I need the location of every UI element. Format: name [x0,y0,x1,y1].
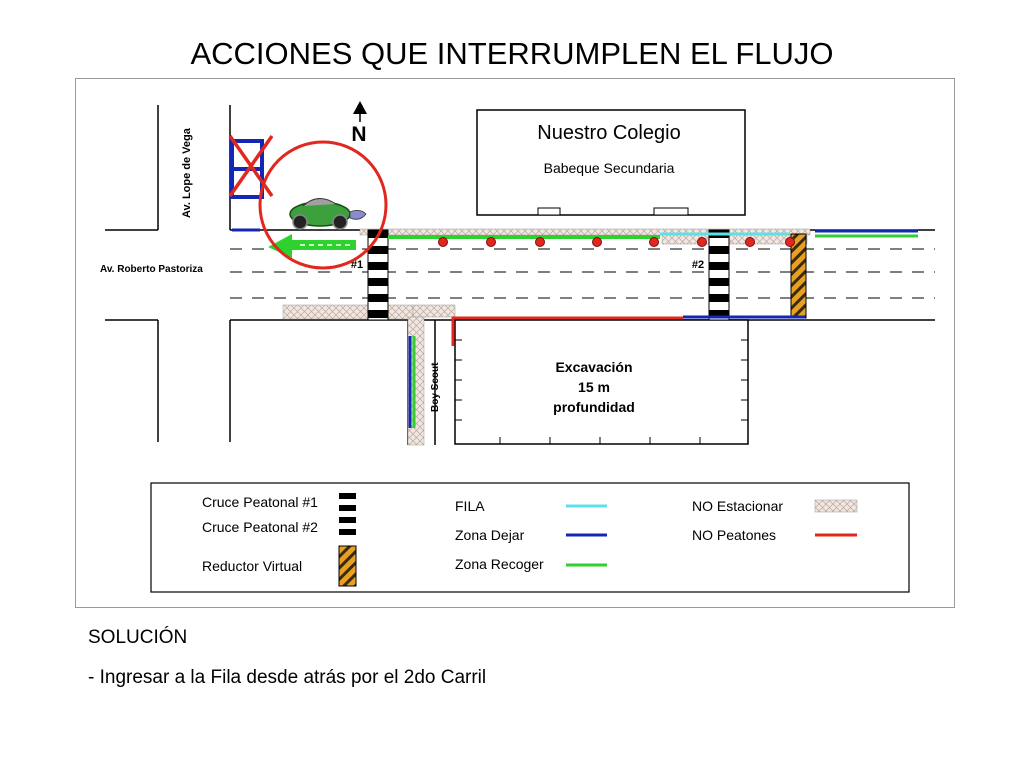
street-boy-scout: Boy Scout [430,362,441,412]
legend-no-peatones-label: NO Peatones [692,527,776,543]
excavation-line-2: 15 m [578,379,610,395]
legend-cruce-1-label: Cruce Peatonal #1 [202,494,318,510]
school-title: Nuestro Colegio [537,122,680,144]
street-roberto-pastoriza: Av. Roberto Pastoriza [100,264,203,275]
north-arrow-icon [353,101,367,122]
crossing-1-label: #1 [351,259,363,271]
stop-markers [438,237,795,247]
north-label: N [351,123,366,146]
school-building [476,109,746,216]
wrong-entry-arrow [268,234,356,258]
legend-cruce-2-label: Cruce Peatonal #2 [202,519,318,535]
crossing-2-label: #2 [692,259,704,271]
school-subtitle: Babeque Secundaria [544,160,675,176]
legend-no-estacionar-swatch [814,499,858,513]
legend-no-estacionar-label: NO Estacionar [692,498,783,514]
excavation-line-3: profundidad [553,399,635,415]
crosswalk-2 [708,229,730,321]
legend-zona-recoger-label: Zona Recoger [455,556,544,572]
legend-fila-label: FILA [455,498,485,514]
school-gate-1 [537,207,561,216]
speed-bump [790,233,807,319]
excavation-line-1: Excavación [555,359,632,375]
wrong-x-icon [228,134,274,198]
diagram-frame [75,78,955,608]
legend-reductor-swatch [338,545,357,587]
car-icon [289,198,367,230]
excavation-area [454,319,749,445]
solution-line: - Ingresar a la Fila desde atrás por el … [88,667,487,688]
school-gate-2 [653,207,689,216]
solution-heading: SOLUCIÓN [88,627,188,648]
legend-zona-dejar-label: Zona Dejar [455,527,525,543]
lane-dashes [230,248,935,299]
excavation-ticks [455,339,748,444]
no-parking-zone-corner [412,304,456,318]
street-lope-de-vega: Av. Lope de Vega [181,127,193,218]
legend-reductor-label: Reductor Virtual [202,558,302,574]
no-peatones-line [451,316,683,346]
slide-title: ACCIONES QUE INTERRUMPLEN EL FLUJO [190,36,834,71]
legend-crosswalk-swatch [339,493,356,536]
legend-box [150,482,910,593]
no-parking-zone-south [282,304,414,320]
car-highlight-circle [258,140,388,270]
no-parking-zone-boyscout [407,316,425,446]
